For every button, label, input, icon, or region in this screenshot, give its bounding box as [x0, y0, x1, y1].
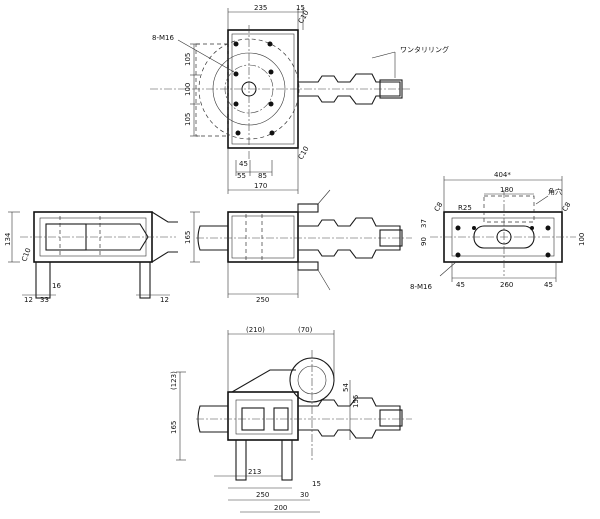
dim-45-top: 45 — [239, 160, 248, 168]
dim-250-front: 250 — [256, 296, 269, 304]
chamfer-bottom-label: C10 — [297, 145, 311, 161]
chamfer-left-label: C10 — [20, 247, 32, 263]
dim-70: (70) — [298, 326, 313, 334]
top-holes-label: 8-M16 — [152, 34, 174, 42]
dim-105-upper: 105 — [184, 53, 192, 66]
dim-404: 404* — [494, 171, 511, 179]
dim-85: 85 — [258, 172, 267, 180]
dim-54: 54 — [342, 383, 350, 392]
dim-12-right: 12 — [160, 296, 169, 304]
top-view — [150, 8, 410, 194]
dim-165: 165 — [184, 231, 192, 244]
right-end-view — [430, 176, 576, 282]
dim-33: 33 — [40, 296, 49, 304]
dim-12-left: 12 — [24, 296, 33, 304]
dim-30: 30 — [300, 491, 309, 499]
dim-123: (123) — [170, 371, 178, 390]
dim-15-bottom: 15 — [312, 480, 321, 488]
radius-label: R25 — [458, 204, 472, 212]
dim-235: 235 — [254, 4, 267, 12]
dim-180: 180 — [500, 186, 513, 194]
chamfer-c8-left: C8 — [433, 201, 445, 213]
dim-200: 200 — [274, 504, 287, 512]
dim-210: (210) — [246, 326, 265, 334]
dim-100-mid: 100 — [184, 83, 192, 96]
dim-170: 170 — [254, 182, 267, 190]
dim-45-right-b: 45 — [544, 281, 553, 289]
right-holes-label: 8-M16 — [410, 283, 432, 291]
dim-45-right-a: 45 — [456, 281, 465, 289]
dim-134: 134 — [4, 232, 12, 246]
chamfer-c8-right: C8 — [561, 201, 573, 213]
left-side-view — [8, 211, 178, 299]
ring-label: ワンタリリング — [400, 45, 449, 54]
square-hole-label: 角穴 — [548, 187, 562, 196]
bottom-view — [176, 330, 412, 513]
dim-250-bottom: 250 — [256, 491, 269, 499]
dim-213: 213 — [248, 468, 261, 476]
dim-155: 155 — [352, 395, 360, 408]
dim-105-lower: 105 — [184, 113, 192, 126]
dim-16: 16 — [52, 282, 61, 290]
dim-260: 260 — [500, 281, 513, 289]
dim-165-bottom: 165 — [170, 421, 178, 434]
front-view — [190, 189, 412, 298]
dim-37: 37 — [420, 219, 428, 228]
dim-55: 55 — [237, 172, 246, 180]
dim-90: 90 — [420, 237, 428, 246]
dim-15-top: 15 — [296, 4, 305, 12]
dim-100-right: 100 — [578, 233, 586, 246]
